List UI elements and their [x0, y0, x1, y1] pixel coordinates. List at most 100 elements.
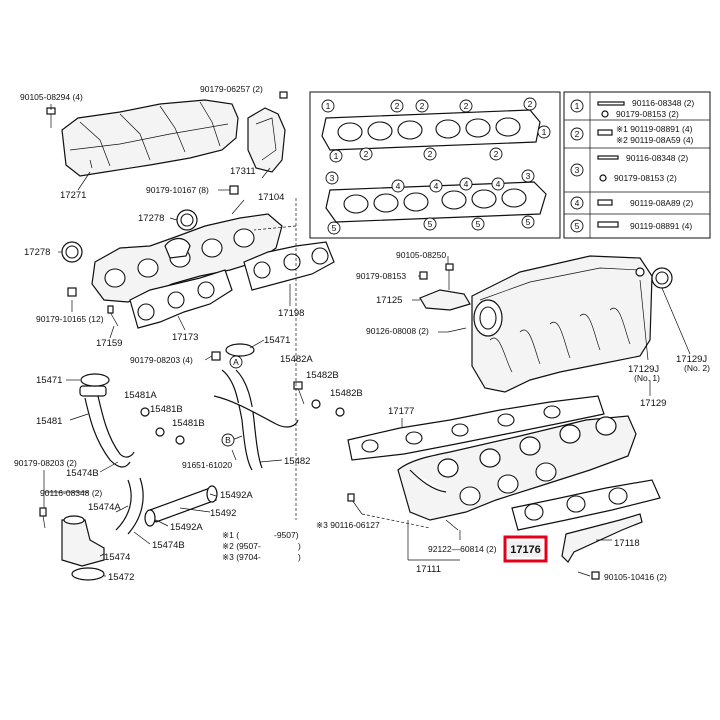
gasket-17129J-no2[interactable] — [651, 267, 673, 289]
label-17118[interactable]: 17118 — [614, 538, 640, 549]
marker-bottom-8: 5 — [471, 217, 485, 231]
label-15471-a[interactable]: 15471 — [36, 375, 62, 386]
label-15482[interactable]: 15482 — [284, 456, 310, 467]
nut-90179-10167[interactable] — [229, 185, 239, 195]
label-15492[interactable]: 15492 — [210, 508, 236, 519]
stud-92122-60814[interactable] — [445, 519, 459, 531]
label-90179-10167[interactable]: 90179-10167 (8) — [146, 185, 209, 195]
gasket-17176[interactable] — [511, 479, 661, 531]
water-pipe-15481[interactable] — [79, 385, 135, 468]
nut-90179-08153[interactable] — [419, 271, 428, 280]
legend-row-3-b: 90179-08153 (2) — [614, 173, 677, 183]
label-17129J-1[interactable]: 17129J — [628, 364, 659, 375]
intake-plenum-17129[interactable] — [471, 255, 653, 393]
label-91651-61020[interactable]: 91651-61020 — [182, 460, 232, 470]
marker-top-8: 2 — [523, 97, 537, 111]
stud-90126-08008[interactable] — [447, 327, 467, 333]
label-15492A-a[interactable]: 15492A — [220, 490, 253, 501]
marker-text: 1 — [542, 127, 547, 137]
label-17278-b[interactable]: 17278 — [24, 247, 50, 258]
leader-lines — [43, 104, 691, 577]
marker-text: 2 — [395, 101, 400, 111]
label-90126-08008[interactable]: 90126-08008 (2) — [366, 326, 429, 336]
label-15471-b[interactable]: 15471 — [264, 335, 290, 346]
marker-top-7: 2 — [415, 99, 429, 113]
label-17311[interactable]: 17311 — [230, 166, 256, 177]
heat-shield-17271[interactable] — [61, 99, 239, 177]
label-90105-08294[interactable]: 90105-08294 (4) — [20, 92, 83, 102]
callout-a: A — [229, 355, 243, 369]
exhaust-gasket-17173[interactable] — [129, 269, 233, 329]
label-90116-08348-a[interactable]: 90116-08348 (2) — [40, 488, 102, 498]
hose-clamp-15492A[interactable] — [144, 485, 218, 527]
label-15492A-b[interactable]: 15492A — [170, 522, 203, 533]
bolt-90116-06127[interactable] — [347, 493, 363, 515]
exhaust-manifold-17104[interactable] — [91, 213, 283, 303]
stud-17159[interactable] — [107, 305, 119, 327]
label-17198[interactable]: 17198 — [278, 308, 304, 319]
label-90179-08203-b[interactable]: 90179-08203 (2) — [14, 458, 77, 468]
label-17177[interactable]: 17177 — [388, 406, 414, 417]
note-3-end: ) — [298, 552, 301, 562]
marker-bottom-3: 4 — [459, 177, 473, 191]
label-15481[interactable]: 15481 — [36, 416, 62, 427]
hose-15492[interactable] — [149, 487, 217, 523]
highlight-17176[interactable]: 17176 — [503, 535, 548, 563]
label-92122-60814[interactable]: 92122—60814 (2) — [428, 544, 497, 554]
label-90179-10165[interactable]: 90179-10165 (12) — [36, 314, 104, 324]
bolt-90105-08250[interactable] — [445, 263, 454, 290]
label-90179-08153[interactable]: 90179-08153 — [356, 271, 406, 281]
label-90179-06257[interactable]: 90179-06257 (2) — [200, 84, 263, 94]
bracket-17311[interactable] — [247, 91, 288, 173]
note-2-end: ) — [298, 541, 301, 551]
bracket-17118[interactable] — [561, 513, 643, 563]
label-17176[interactable]: 17176 — [510, 544, 541, 556]
label-15474B-a[interactable]: 15474B — [66, 468, 99, 479]
marker-text: 5 — [428, 219, 433, 229]
label-15481A[interactable]: 15481A — [124, 390, 157, 401]
legend-row-5-num: 5 — [575, 221, 580, 231]
bracket-17125[interactable] — [419, 289, 471, 311]
label-15482A[interactable]: 15482A — [280, 354, 313, 365]
intake-manifold-17111[interactable] — [397, 415, 637, 521]
gasket-15472[interactable] — [71, 567, 105, 581]
label-90179-08203[interactable]: 90179-08203 (4) — [130, 355, 193, 365]
label-90105-10416[interactable]: 90105-10416 (2) — [604, 572, 667, 582]
gasket-ring-17278-b[interactable] — [61, 241, 83, 263]
label-15474B-b[interactable]: 15474B — [152, 540, 185, 551]
label-17173[interactable]: 17173 — [172, 332, 198, 343]
marker-top-1: 2 — [390, 99, 404, 113]
gasket-17129J-no1[interactable] — [635, 267, 645, 277]
hose-15474A[interactable] — [115, 477, 144, 535]
bolt-90105-10416[interactable] — [577, 571, 600, 580]
water-pipe-15482[interactable] — [213, 369, 299, 471]
label-90105-08250[interactable]: 90105-08250 — [396, 250, 446, 260]
exhaust-gasket-17198[interactable] — [243, 241, 335, 291]
label-17111[interactable]: 17111 — [416, 564, 441, 575]
label-15472[interactable]: 15472 — [108, 572, 134, 583]
label-17129[interactable]: 17129 — [640, 398, 666, 409]
label-90116-06127[interactable]: ※3 90116-06127 — [316, 520, 380, 530]
gasket-15471-b[interactable] — [225, 343, 255, 357]
label-15481B-b[interactable]: 15481B — [172, 418, 205, 429]
water-outlet-15474[interactable] — [61, 515, 105, 567]
gasket-15471-a[interactable] — [80, 373, 110, 387]
label-15482B-b[interactable]: 15482B — [330, 388, 363, 399]
gasket-ring-17278-a[interactable] — [176, 209, 198, 231]
label-17104[interactable]: 17104 — [258, 192, 284, 203]
label-17271[interactable]: 17271 — [60, 190, 86, 201]
bolt-90105-08294[interactable] — [46, 107, 56, 128]
gasket-17177[interactable] — [347, 395, 605, 461]
nut-90179-10165[interactable] — [67, 287, 77, 297]
label-17278-a[interactable]: 17278 — [138, 213, 164, 224]
marker-text: 4 — [434, 181, 439, 191]
label-17129J-2[interactable]: 17129J — [676, 354, 707, 365]
label-17159[interactable]: 17159 — [96, 338, 122, 349]
label-15474A[interactable]: 15474A — [88, 502, 121, 513]
label-17125[interactable]: 17125 — [376, 295, 402, 306]
label-15482B[interactable]: 15482B — [306, 370, 339, 381]
date-notes: ※1 ( -9507) ※2 (9507- ) ※3 (9704- ) — [222, 530, 301, 562]
label-15474[interactable]: 15474 — [104, 552, 130, 563]
label-15481B-a[interactable]: 15481B — [150, 404, 183, 415]
small-parts-15481B[interactable] — [39, 351, 345, 529]
